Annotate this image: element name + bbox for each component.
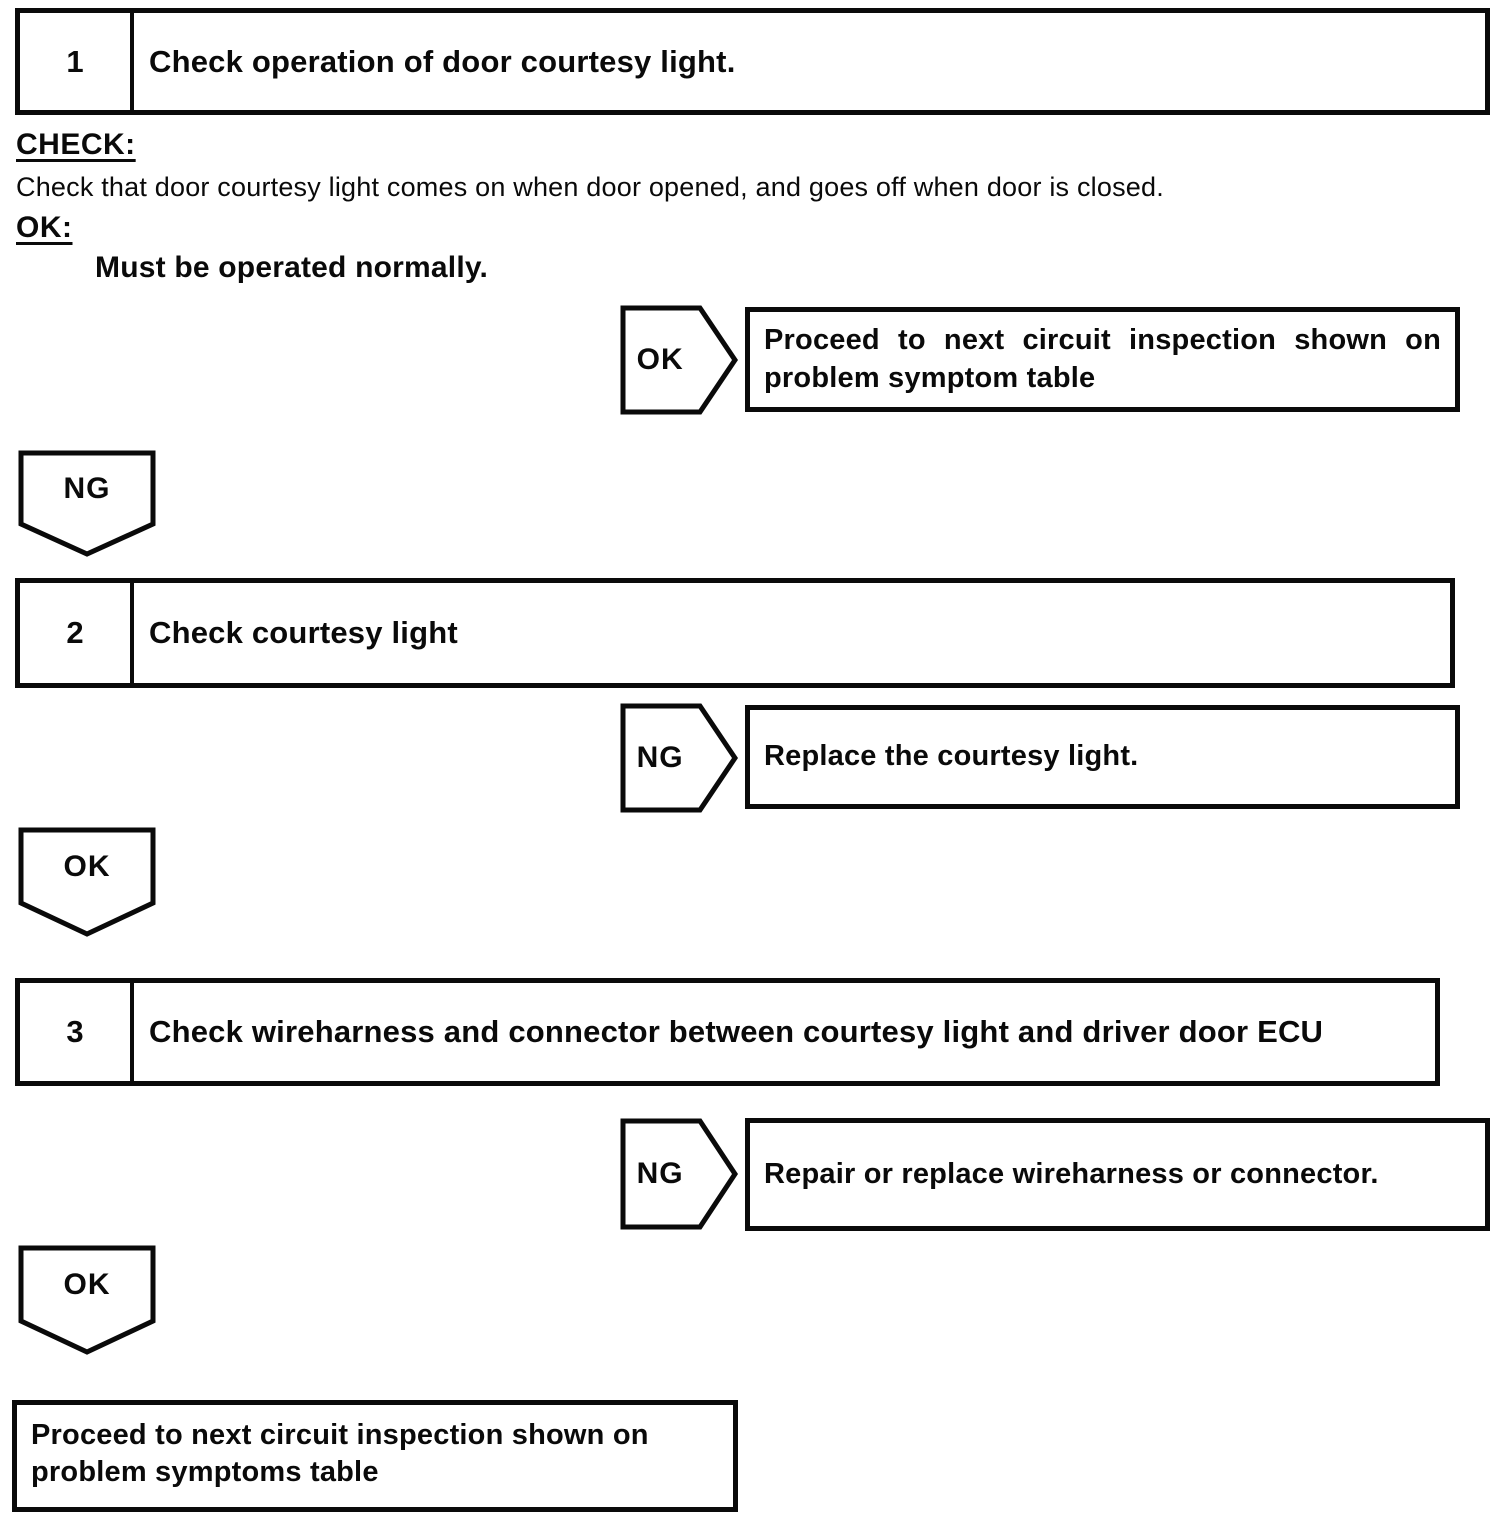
ok-down-connector-1: OK	[18, 827, 156, 937]
step-3-box: 3 Check wireharness and connector betwee…	[15, 978, 1440, 1086]
ok-result-box: Proceed to next circuit inspection shown…	[745, 307, 1460, 412]
ok-heading: OK:	[16, 211, 73, 244]
ng-branch-tag-3: NG	[636, 1157, 684, 1190]
ng-down-connector: NG	[18, 450, 156, 557]
ng-branch-arrow-3: NG	[620, 1118, 738, 1230]
ok-connector-tag-2: OK	[63, 1267, 111, 1301]
ng-connector-tag: NG	[63, 471, 111, 505]
final-proceed-box: Proceed to next circuit inspection shown…	[12, 1400, 738, 1512]
ok-down-connector-2: OK	[18, 1245, 156, 1355]
step-1-box: 1 Check operation of door courtesy light…	[15, 8, 1490, 115]
down-arrow-pentagon-icon	[18, 450, 156, 557]
step-1-title: Check operation of door courtesy light.	[149, 43, 736, 79]
right-arrow-pentagon-icon	[620, 703, 738, 813]
step-2-title: Check courtesy light	[149, 615, 458, 650]
ng-result-box-2: Replace the courtesy light.	[745, 705, 1460, 809]
check-body-text: Check that door courtesy light comes on …	[16, 172, 1164, 202]
step-1-number: 1	[20, 13, 134, 110]
step-3-title: Check wireharness and connector between …	[149, 1014, 1324, 1049]
ng-branch-arrow-2: NG	[620, 703, 738, 813]
step-2-box: 2 Check courtesy light	[15, 578, 1455, 688]
ng-result-box-3: Repair or replace wireharness or connect…	[745, 1118, 1490, 1231]
check-heading: CHECK:	[16, 128, 136, 161]
ok-branch-arrow: OK	[620, 305, 738, 415]
ok-result-text: Proceed to next circuit inspection shown…	[764, 324, 1441, 394]
step-2-number: 2	[20, 583, 134, 683]
right-arrow-pentagon-icon	[620, 305, 738, 415]
ok-condition-text: Must be operated normally.	[95, 251, 489, 284]
down-arrow-pentagon-icon	[18, 827, 156, 937]
ng-result-text-3: Repair or replace wireharness or connect…	[764, 1157, 1379, 1190]
step-3-number: 3	[20, 983, 134, 1081]
down-arrow-pentagon-icon	[18, 1245, 156, 1355]
ng-result-text-2: Replace the courtesy light.	[764, 740, 1139, 773]
ng-branch-tag-2: NG	[636, 741, 684, 774]
right-arrow-pentagon-icon	[620, 1118, 738, 1230]
final-proceed-text: Proceed to next circuit inspection shown…	[31, 1419, 649, 1489]
ok-connector-tag-1: OK	[63, 849, 111, 883]
ok-branch-tag: OK	[636, 343, 684, 376]
